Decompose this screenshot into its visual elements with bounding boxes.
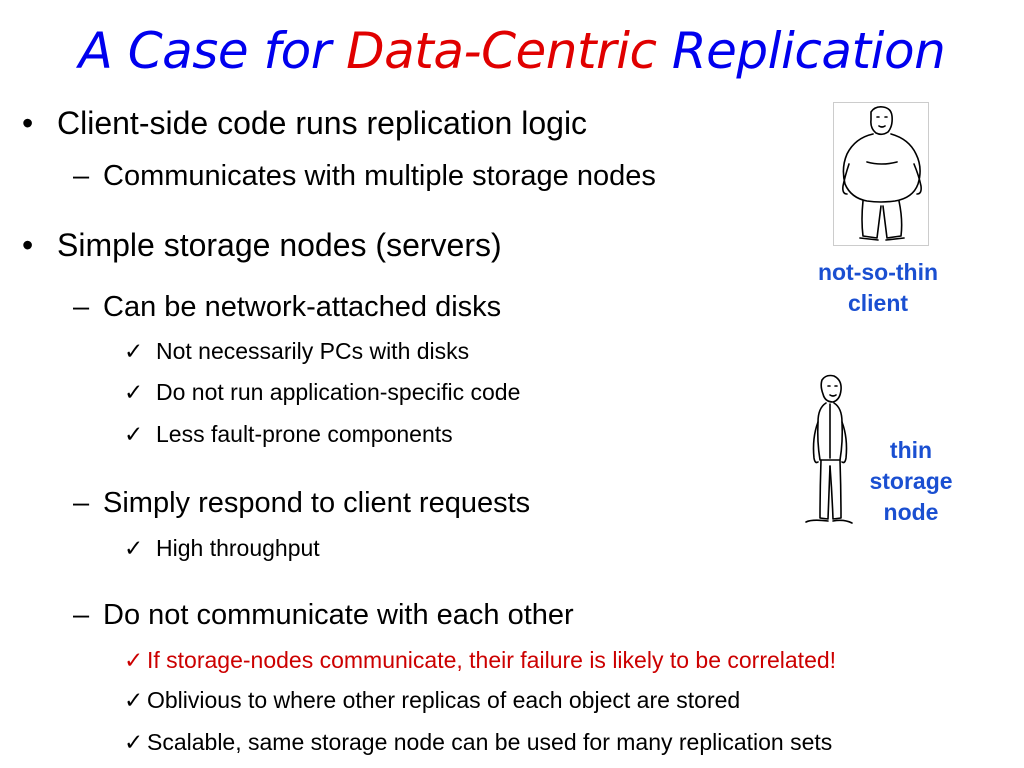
storage-caption-line: thin bbox=[889, 437, 933, 463]
title-prefix: A Case for bbox=[78, 22, 347, 80]
fat-client-illustration bbox=[833, 102, 929, 246]
check-text: Oblivious to where other replicas of eac… bbox=[147, 687, 741, 713]
check-icon: ✓ bbox=[124, 729, 144, 755]
check-icon: ✓ bbox=[124, 421, 144, 447]
client-caption: not-so-thin client bbox=[800, 257, 956, 319]
client-caption-line: not-so-thin bbox=[817, 259, 939, 285]
dash-icon: – bbox=[73, 291, 90, 323]
bullet-text: Simple storage nodes (servers) bbox=[57, 227, 502, 263]
bullet-text: Client-side code runs replication logic bbox=[57, 105, 588, 141]
dash-icon: – bbox=[73, 160, 90, 192]
storage-caption-line: storage bbox=[869, 468, 953, 494]
check-icon: ✓ bbox=[124, 687, 144, 713]
check-icon: ✓ bbox=[124, 535, 144, 561]
check-icon: ✓ bbox=[124, 379, 144, 405]
bullet-dot-icon: • bbox=[22, 105, 34, 141]
dash-icon: – bbox=[73, 599, 90, 631]
title-suffix: Replication bbox=[656, 22, 946, 80]
storage-caption-line: node bbox=[883, 499, 939, 525]
check-text: Scalable, same storage node can be used … bbox=[147, 729, 833, 755]
check-text: If storage-nodes communicate, their fail… bbox=[147, 647, 837, 673]
sub-bullet-text: Do not communicate with each other bbox=[103, 599, 574, 631]
sub-bullet-text: Communicates with multiple storage nodes bbox=[103, 160, 656, 192]
slide-title: A Case for Data-Centric Replication bbox=[0, 22, 1024, 80]
check-text: Not necessarily PCs with disks bbox=[156, 338, 470, 364]
client-caption-line: client bbox=[847, 290, 909, 316]
sub-bullet-text: Can be network-attached disks bbox=[103, 291, 502, 323]
sub-bullet-text: Simply respond to client requests bbox=[103, 487, 531, 519]
check-icon: ✓ bbox=[124, 338, 144, 364]
storage-caption: thin storage node bbox=[856, 435, 966, 528]
dash-icon: – bbox=[73, 487, 90, 519]
check-text: Less fault-prone components bbox=[156, 421, 453, 447]
check-icon: ✓ bbox=[124, 647, 144, 673]
check-text: High throughput bbox=[156, 535, 320, 561]
bullet-dot-icon: • bbox=[22, 227, 34, 263]
check-text: Do not run application-specific code bbox=[156, 379, 521, 405]
title-highlight: Data-Centric bbox=[346, 22, 657, 80]
thin-node-illustration bbox=[805, 374, 853, 524]
